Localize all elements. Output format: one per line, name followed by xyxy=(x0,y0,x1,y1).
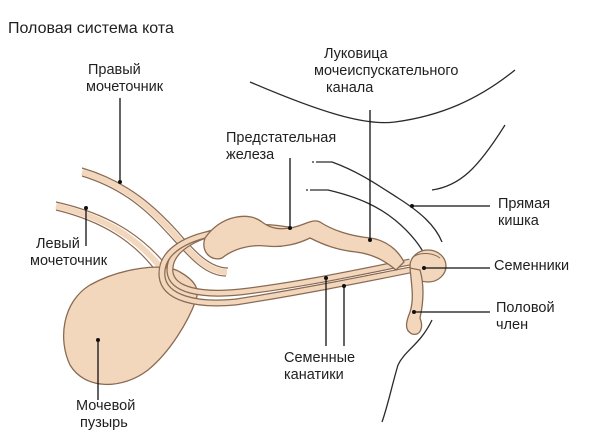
dot-cord-1 xyxy=(324,276,328,280)
label-testes: Семенники xyxy=(494,258,570,274)
dot-bulbourethral xyxy=(368,238,372,242)
dot-rectum xyxy=(410,204,414,208)
body-outline-lower xyxy=(381,319,433,423)
testis-inner xyxy=(411,253,441,259)
label-rectum: Прямая кишка xyxy=(498,196,551,229)
penis-shape xyxy=(405,267,424,335)
dot-bladder xyxy=(96,338,100,342)
prostate-urethra-shape xyxy=(203,215,405,271)
right-ureter-fill xyxy=(81,169,228,275)
spermatic-cord-inner-fill xyxy=(159,229,411,306)
dot-cord-2 xyxy=(342,284,346,288)
dot-right-ureter xyxy=(118,180,122,184)
label-spermatic-cords: Семенные канатики xyxy=(284,350,356,383)
dot-penis xyxy=(412,310,416,314)
rectum-lower-wall xyxy=(312,189,427,259)
label-bladder: Мочевой пузырь xyxy=(76,398,136,431)
body-outline-upper xyxy=(249,69,516,124)
label-right-ureter: Правый мочеточник xyxy=(86,62,164,95)
dot-testes xyxy=(422,266,426,270)
label-bulbourethral: Луковица мочеиспускательного канала xyxy=(314,46,459,96)
body-outline-back xyxy=(431,124,506,191)
pointer-dots xyxy=(84,180,426,342)
label-penis: Половой член xyxy=(496,300,555,333)
pointer-lines xyxy=(85,98,490,400)
dot-left-ureter xyxy=(84,206,88,210)
label-prostate: Предстательная железа xyxy=(226,130,337,163)
rectum-upper-wall xyxy=(318,161,443,243)
diagram-title: Половая система кота xyxy=(8,20,174,37)
dot-prostate xyxy=(288,226,292,230)
label-left-ureter: Левый мочеточник xyxy=(30,236,108,269)
right-ureter-shape xyxy=(81,167,229,277)
